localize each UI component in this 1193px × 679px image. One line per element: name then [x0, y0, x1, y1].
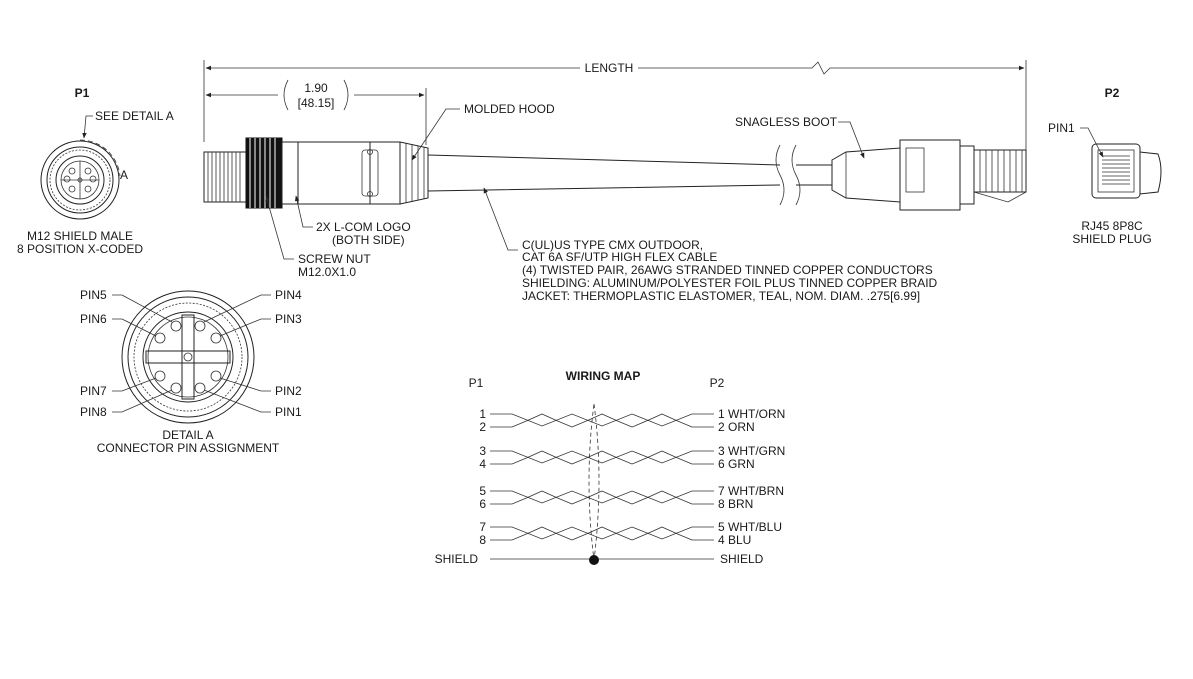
p2-wire-grn: 6 GRN [718, 457, 755, 471]
see-detail-a-label: SEE DETAIL A [95, 109, 174, 123]
pin5-label: PIN5 [80, 288, 107, 302]
p1-pin-6: 6 [479, 497, 486, 511]
cable-spec-line4: SHIELDING: ALUMINUM/POLYESTER FOIL PLUS … [522, 276, 938, 290]
wiring-map-p1-header: P1 [469, 376, 484, 390]
pin7-label: PIN7 [80, 384, 107, 398]
cable-spec-line1: C(UL)US TYPE CMX OUTDOOR, [522, 238, 703, 252]
hood-dimension-mm: [48.15] [298, 96, 335, 110]
p2-wire-wht-grn: 3 WHT/GRN [718, 444, 785, 458]
p1-pin-5: 5 [479, 484, 486, 498]
p1-title: P1 [75, 86, 90, 100]
detail-a-view: PIN5 PIN6 PIN7 PIN8 PIN4 PIN3 PIN2 PIN1 … [80, 288, 302, 455]
shield-left-label: SHIELD [435, 552, 479, 566]
p1-pin-4: 4 [479, 457, 486, 471]
screw-nut-callout-line2: M12.0X1.0 [298, 265, 356, 279]
cable-body [427, 144, 832, 206]
cable-spec-line3: (4) TWISTED PAIR, 26AWG STRANDED TINNED … [522, 263, 933, 277]
p2-wire-orn: 2 ORN [718, 420, 755, 434]
pin1-label: PIN1 [275, 405, 302, 419]
detail-a-subcaption: CONNECTOR PIN ASSIGNMENT [97, 441, 280, 455]
p2-desc-line1: RJ45 8P8C [1081, 219, 1143, 233]
molded-hood-callout: MOLDED HOOD [464, 102, 555, 116]
pin6-label: PIN6 [80, 312, 107, 326]
wiring-map-p2-header: P2 [710, 376, 725, 390]
detail-a-marker: A [120, 168, 128, 182]
p2-wire-brn: 8 BRN [718, 497, 753, 511]
pin2-label: PIN2 [275, 384, 302, 398]
detail-a-caption: DETAIL A [162, 428, 213, 442]
p2-wire-blu: 4 BLU [718, 533, 751, 547]
p2-wire-wht-brn: 7 WHT/BRN [718, 484, 784, 498]
hood-dimension-inches: 1.90 [304, 81, 328, 95]
rj45-plug-side [831, 139, 1027, 211]
p1-desc-line1: M12 SHIELD MALE [27, 229, 133, 243]
p1-pin-1: 1 [479, 407, 486, 421]
pin3-label: PIN3 [275, 312, 302, 326]
p2-desc-line2: SHIELD PLUG [1072, 232, 1151, 246]
snagless-boot-callout: SNAGLESS BOOT [735, 115, 838, 129]
shield-drain-node [589, 555, 599, 565]
logo-callout-line1: 2X L-COM LOGO [316, 220, 411, 234]
p2-end-view: P2 PIN1 RJ45 8P8C SHIELD PLUG [1048, 86, 1162, 246]
p2-wire-wht-blu: 5 WHT/BLU [718, 520, 782, 534]
p1-pin-8: 8 [479, 533, 486, 547]
p1-pin-3: 3 [479, 444, 486, 458]
length-dimension: LENGTH [585, 61, 634, 75]
p1-end-view: P1 SEE DETAIL A A M12 SHIELD MALE 8 POSI… [17, 86, 174, 256]
wiring-map-title: WIRING MAP [566, 369, 641, 383]
p1-pin-2: 2 [479, 420, 486, 434]
cable-spec-line5: JACKET: THERMOPLASTIC ELASTOMER, TEAL, N… [522, 289, 920, 303]
screw-nut-callout-line1: SCREW NUT [298, 252, 371, 266]
dimension-lines: LENGTH 1.90 [48.15] [203, 60, 1027, 150]
cable-spec-line2: CAT 6A SF/UTP HIGH FLEX CABLE [522, 250, 717, 264]
wiring-map: WIRING MAP P1 P2 1 2 1 WHT/ORN 2 ORN 3 4… [435, 369, 786, 566]
p1-desc-line2: 8 POSITION X-CODED [17, 242, 143, 256]
pin8-label: PIN8 [80, 405, 107, 419]
callouts: MOLDED HOOD SNAGLESS BOOT 2X L-COM LOGO … [265, 102, 938, 303]
pin4-label: PIN4 [275, 288, 302, 302]
m12-connector-side [203, 137, 429, 209]
logo-callout-line2: (BOTH SIDE) [332, 233, 405, 247]
shield-right-label: SHIELD [720, 552, 764, 566]
p2-wire-wht-orn: 1 WHT/ORN [718, 407, 785, 421]
p2-title: P2 [1105, 86, 1120, 100]
p2-pin1-label: PIN1 [1048, 121, 1075, 135]
p1-pin-7: 7 [479, 520, 486, 534]
